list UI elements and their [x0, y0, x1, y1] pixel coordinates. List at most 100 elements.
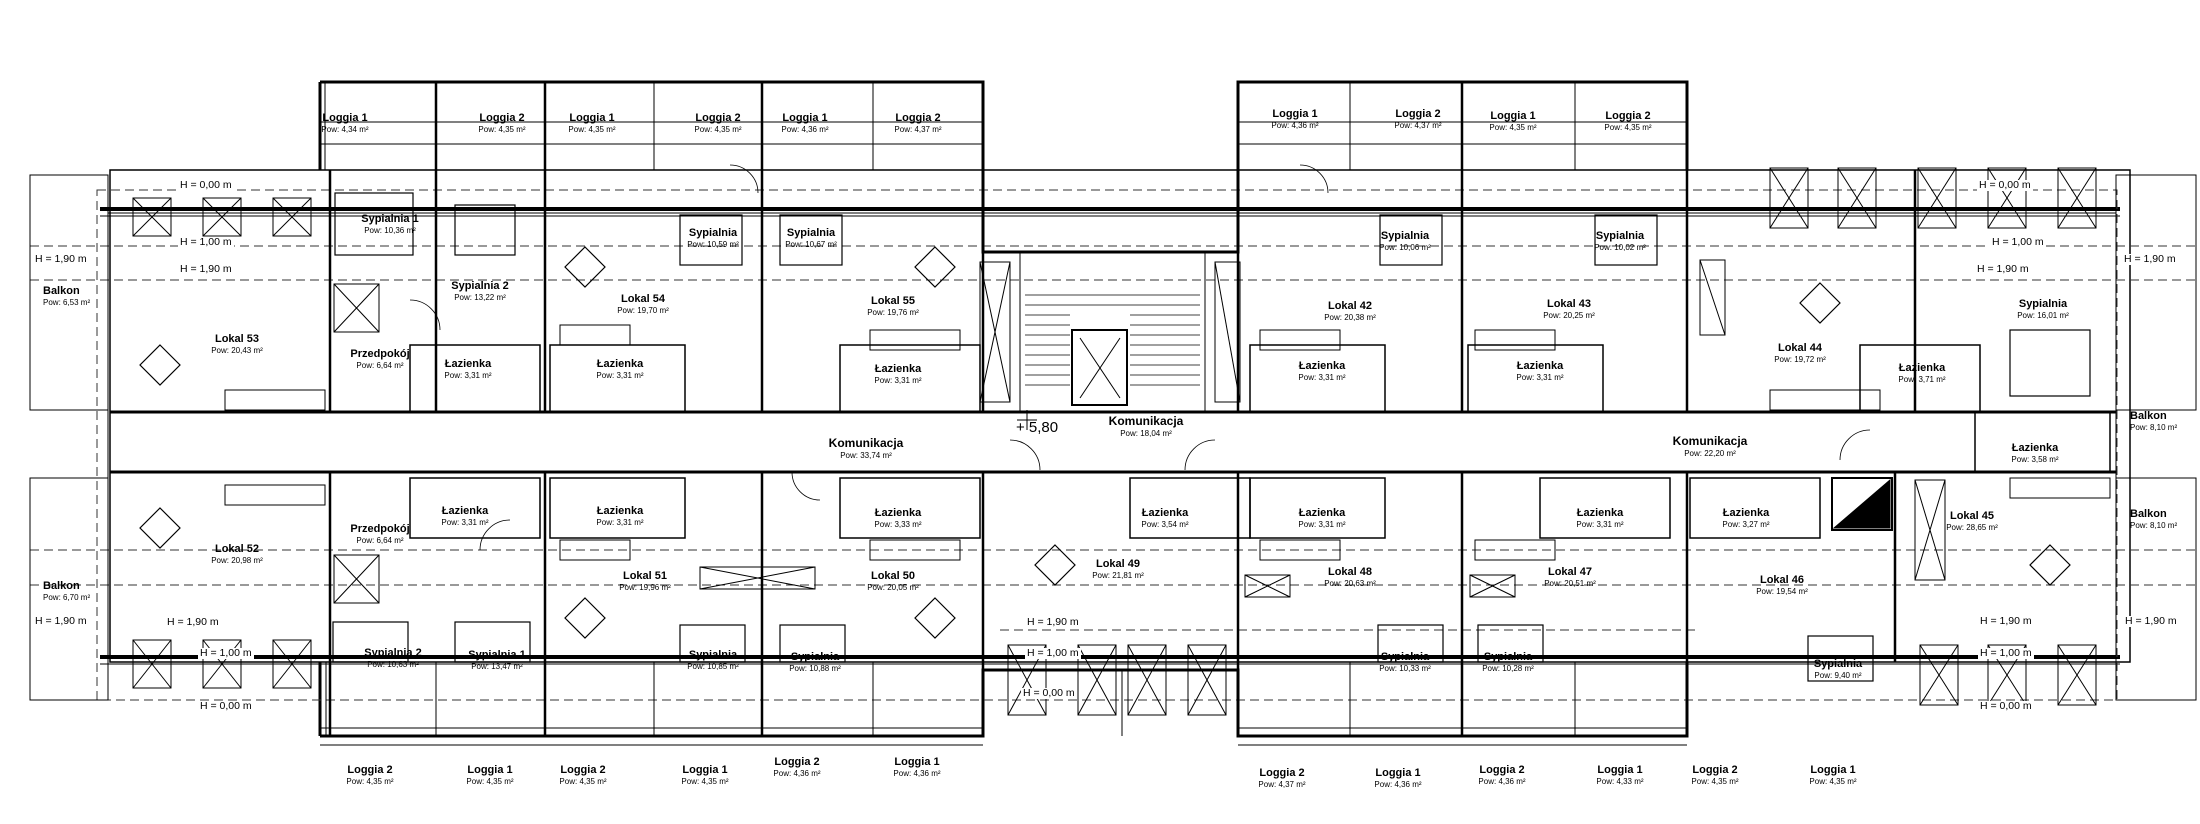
kitchenette [224, 484, 326, 506]
wardrobe [1244, 574, 1291, 598]
bathroom-outline [1249, 344, 1386, 413]
wardrobe [979, 261, 1011, 403]
building-body [109, 169, 2131, 663]
height-label: H = 1,90 m [1025, 616, 1081, 628]
window [1007, 644, 1047, 716]
kitchenette [1474, 539, 1556, 561]
door-swing [409, 299, 441, 331]
bathroom-outline [1974, 411, 2111, 473]
height-label: H = 1,00 m [178, 236, 234, 248]
window [2057, 644, 2097, 706]
window [272, 197, 312, 237]
kitchenette [1259, 329, 1341, 351]
height-label: H = 1,90 m [1978, 615, 2034, 627]
height-label: H = 1,90 m [33, 253, 89, 265]
kitchenette [1474, 329, 1556, 351]
door-swing [479, 519, 511, 551]
bathroom-outline [839, 477, 981, 539]
window [1919, 644, 1959, 706]
height-label: H = 0,00 m [178, 179, 234, 191]
height-label: H = 1,00 m [1990, 236, 2046, 248]
balcony-outline [29, 174, 109, 411]
bed [679, 624, 746, 663]
bed [1477, 624, 1544, 663]
bed [454, 621, 531, 663]
window [202, 639, 242, 689]
height-label: H = 0,00 m [1021, 687, 1077, 699]
wardrobe [1699, 259, 1726, 336]
window [1127, 644, 1167, 716]
height-label: H = 0,00 m [1978, 700, 2034, 712]
outer-wall [320, 662, 1689, 738]
window [1077, 644, 1117, 716]
window [1837, 167, 1877, 229]
kitchenette [2009, 477, 2111, 499]
bathroom-outline [409, 477, 541, 539]
bed [1807, 635, 1874, 682]
bed [454, 204, 516, 256]
wardrobe [1469, 574, 1516, 598]
outer-wall [320, 80, 1689, 254]
wardrobe [333, 283, 380, 333]
window [132, 197, 172, 237]
dining-table [564, 246, 606, 288]
elevator-shaft [1071, 329, 1128, 406]
height-label: H = 0,00 m [198, 700, 254, 712]
window [132, 639, 172, 689]
height-label: H = 0,00 m [1977, 179, 2033, 191]
dining-table [139, 344, 181, 386]
elevation-label: + 5,80 [1016, 419, 1059, 436]
bed [679, 214, 743, 266]
dining-table [139, 507, 181, 549]
kitchenette [869, 329, 961, 351]
projection-line [96, 189, 2118, 701]
building-body-inner [107, 212, 2117, 665]
balcony-outline [29, 477, 109, 701]
elevator-cross [1079, 337, 1121, 399]
height-label: H = 1,90 m [1975, 263, 2031, 275]
dining-table [1034, 544, 1076, 586]
height-label: H = 1,00 m [1025, 647, 1081, 659]
kitchenette [224, 389, 326, 411]
bathroom-outline [549, 477, 686, 539]
door-swing [1184, 439, 1216, 471]
